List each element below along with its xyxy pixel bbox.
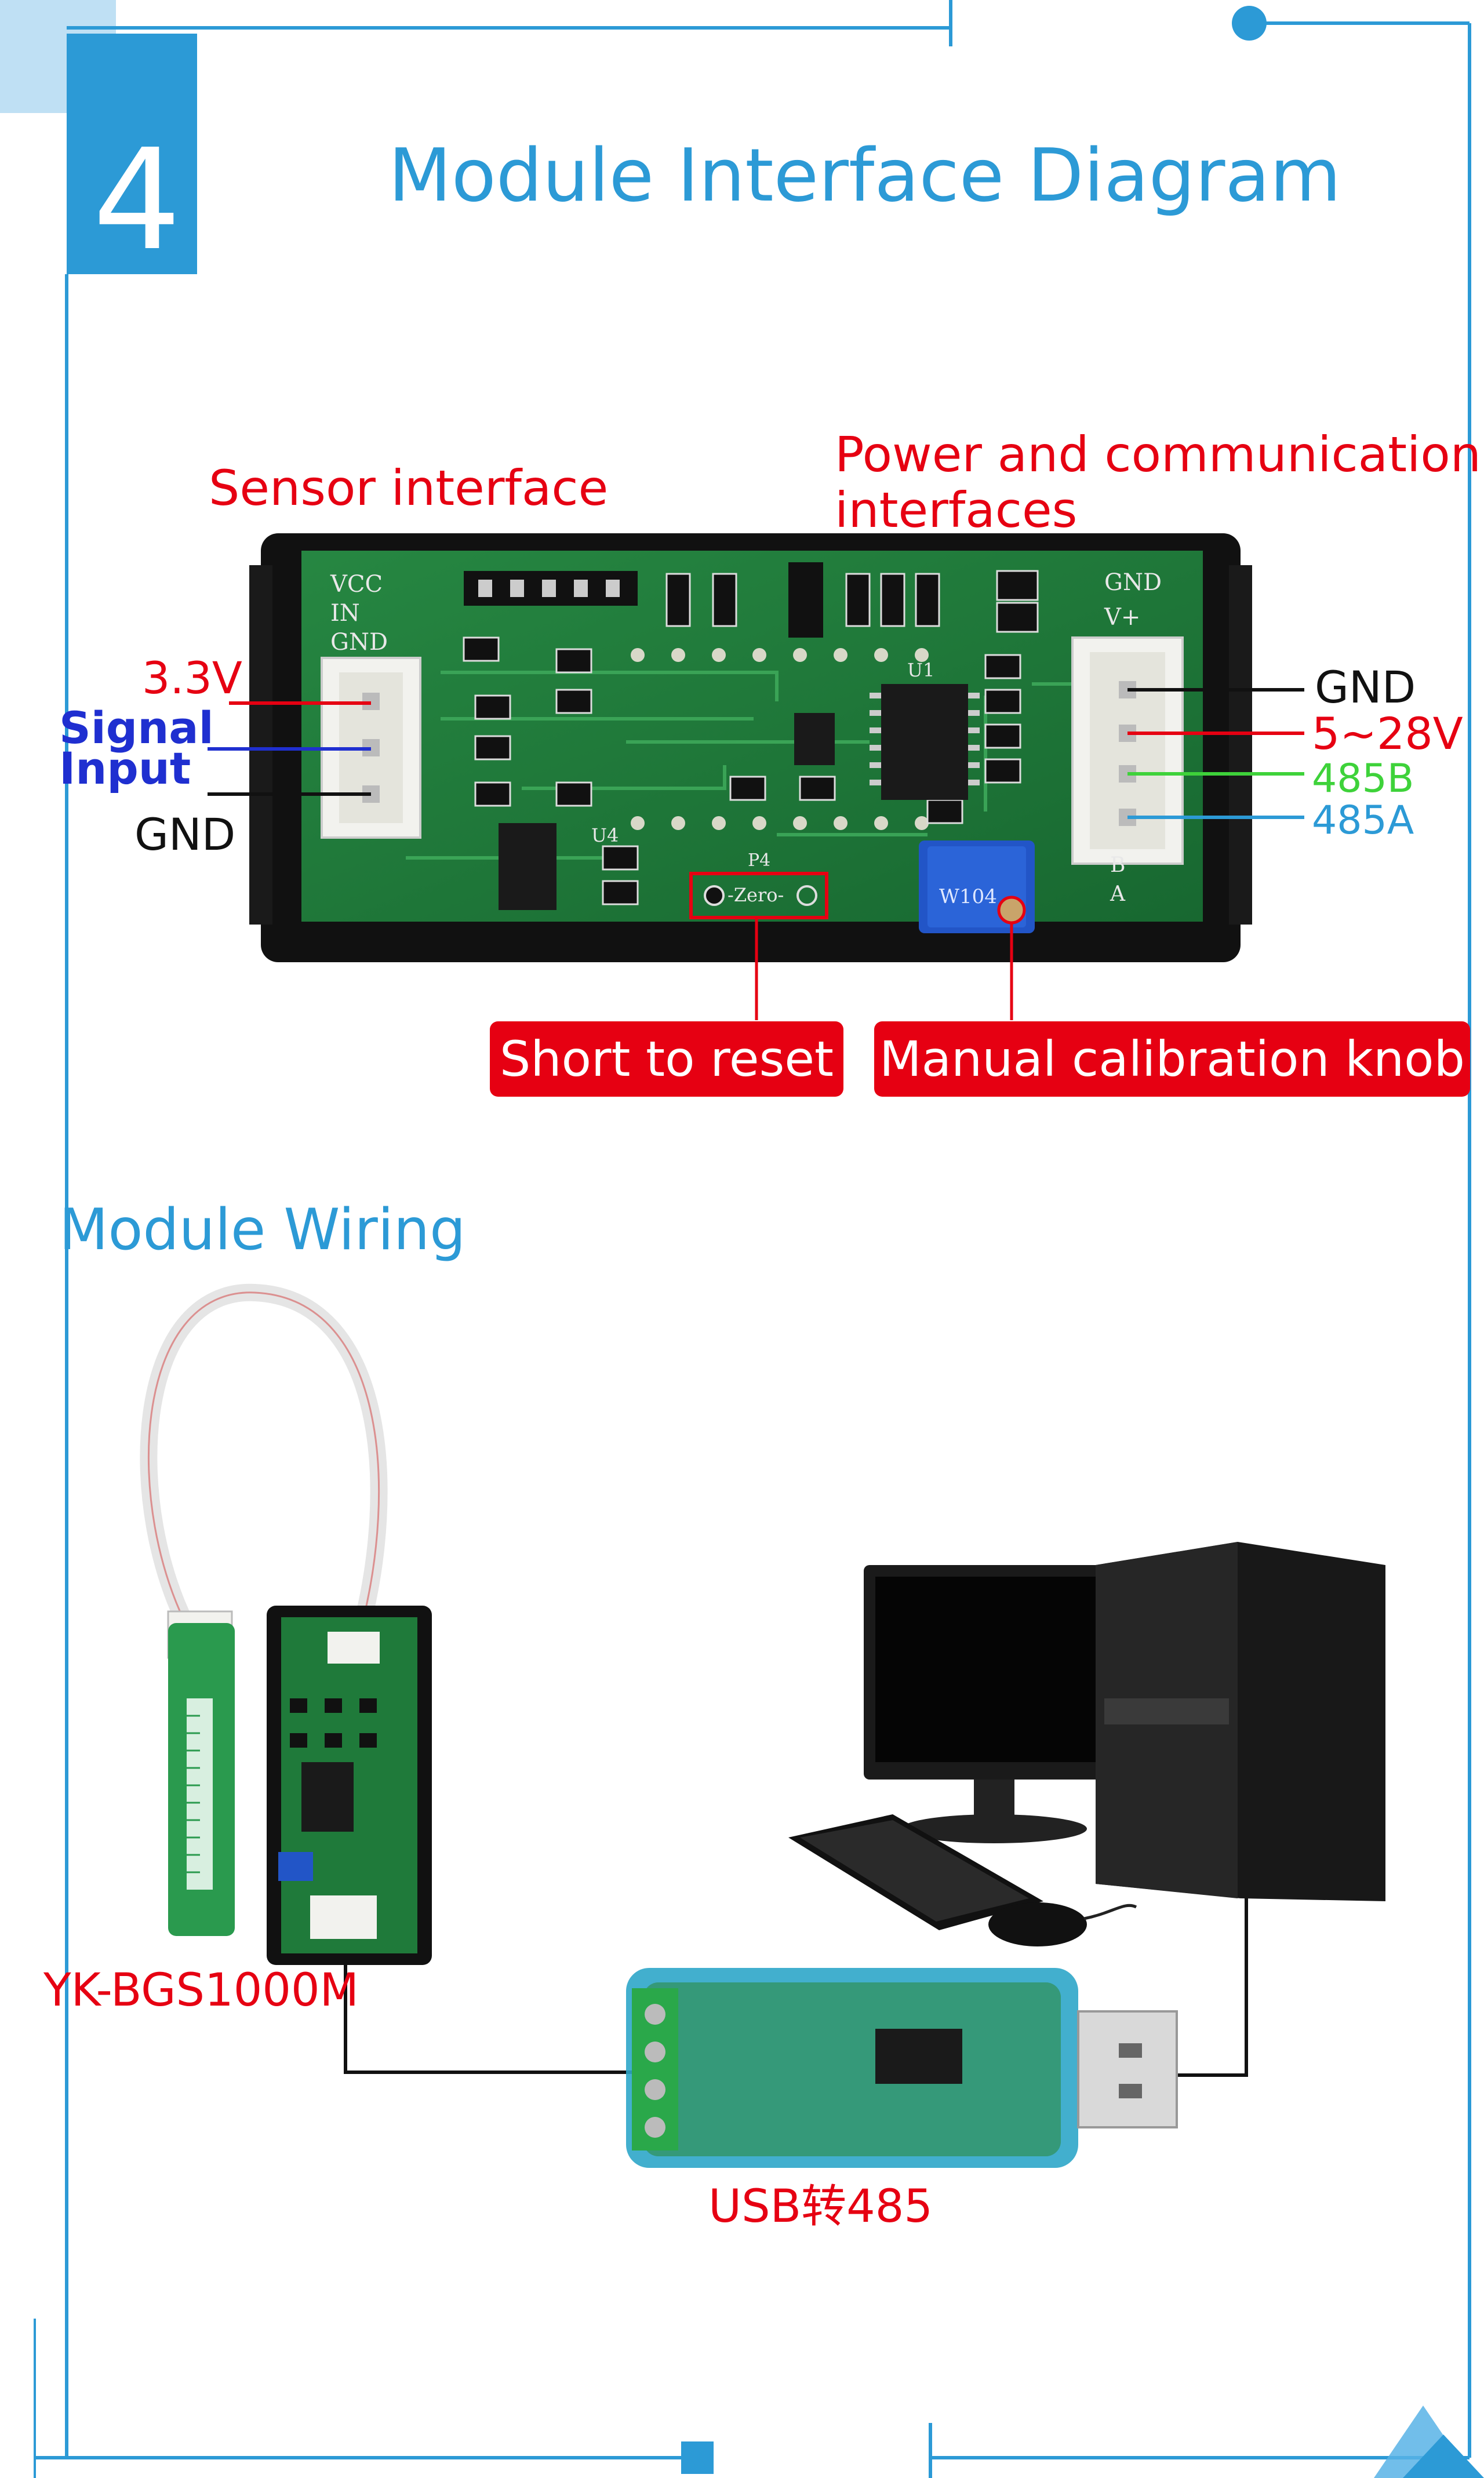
silk-in: IN bbox=[330, 600, 360, 627]
power-comm-label-line2: interfaces bbox=[835, 482, 1078, 538]
calibration-callout: Manual calibration knob bbox=[874, 1021, 1470, 1097]
silk-gnd-right: GND bbox=[1104, 569, 1162, 596]
pin-gnd-right-label: GND bbox=[1315, 661, 1416, 713]
silk-vcc: VCC bbox=[330, 571, 383, 598]
pin-signal-label-line1: Signal bbox=[59, 702, 214, 754]
silk-a: A bbox=[1110, 882, 1125, 906]
silk-zero: -Zero- bbox=[728, 884, 784, 906]
silk-b: B bbox=[1110, 853, 1126, 877]
section-number: 4 bbox=[93, 119, 181, 281]
pin-485a-label: 485A bbox=[1312, 798, 1414, 843]
silk-gnd: GND bbox=[330, 629, 388, 656]
reset-callout: Short to reset bbox=[490, 1021, 843, 1097]
silk-pot-text: W104 bbox=[939, 885, 997, 908]
silk-vplus: V+ bbox=[1104, 604, 1141, 631]
pin-3v3-label: 3.3V bbox=[142, 652, 242, 704]
page-title: Module Interface Diagram bbox=[388, 133, 1341, 218]
converter-label: USB转485 bbox=[708, 2181, 933, 2233]
silk-u4: U4 bbox=[591, 824, 619, 846]
silk-p4: P4 bbox=[748, 850, 771, 871]
pin-signal-label-line2: Input bbox=[59, 743, 191, 794]
wiring-title: Module Wiring bbox=[59, 1197, 466, 1263]
sensor-interface-label: Sensor interface bbox=[209, 460, 609, 516]
pin-485b-label: 485B bbox=[1312, 756, 1414, 802]
pin-power-label: 5~28V bbox=[1312, 708, 1463, 759]
silk-u1: U1 bbox=[907, 659, 935, 681]
power-comm-label-line1: Power and communication bbox=[835, 426, 1482, 483]
sensor-model-label: YK-BGS1000M bbox=[43, 1964, 359, 2017]
pin-gnd-left-label: GND bbox=[134, 809, 236, 860]
